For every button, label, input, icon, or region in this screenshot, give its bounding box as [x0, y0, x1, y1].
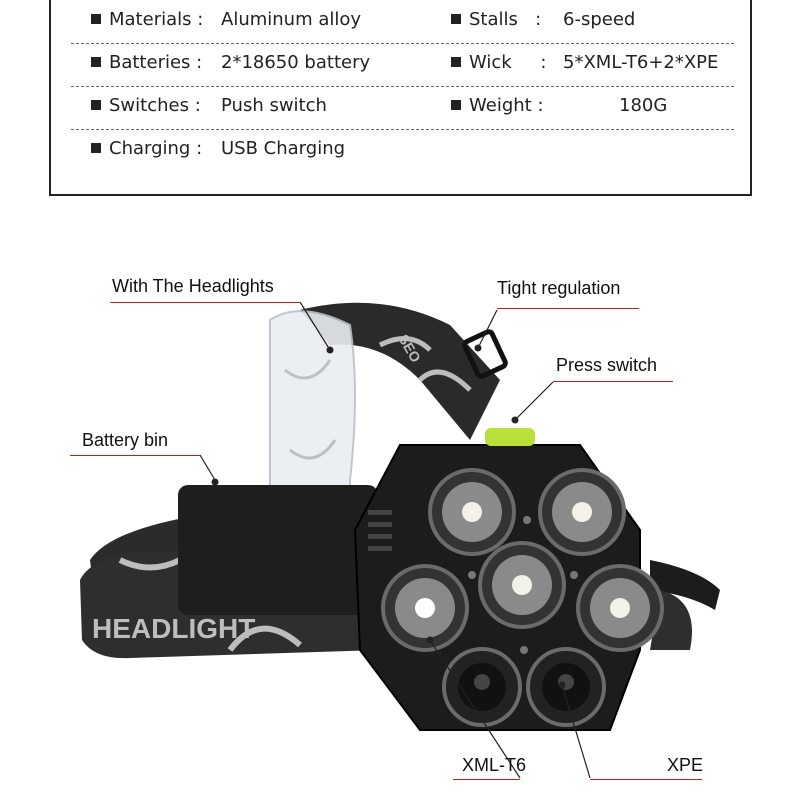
- led-xpe: [526, 647, 606, 727]
- callout-press-switch: Press switch: [556, 355, 658, 375]
- spec-label: Wick :: [469, 52, 547, 73]
- bullet-icon: [91, 57, 101, 67]
- strap-top-pattern: [378, 336, 472, 392]
- callout-underline: [553, 381, 673, 382]
- callout-headlights: With The Headlights: [112, 276, 274, 296]
- led-xpe: [442, 647, 522, 727]
- spec-row: Switches : Push switch Weight : 180G: [71, 86, 734, 130]
- spec-value: USB Charging: [221, 138, 346, 159]
- led-array: [381, 468, 664, 727]
- led-xml-t6: [538, 468, 626, 556]
- spec-label: Weight :: [469, 95, 544, 116]
- battery-bin: [178, 485, 378, 615]
- spec-value: 6-speed: [563, 9, 636, 30]
- bullet-icon: [91, 14, 101, 24]
- strap-text: HEADLIGHT: [92, 613, 255, 644]
- bullet-icon: [91, 100, 101, 110]
- callout-underline: [497, 308, 639, 309]
- bullet-icon: [451, 100, 461, 110]
- led-xml-t6: [478, 541, 566, 629]
- spec-row: Batteries : 2*18650 battery Wick : 5*XML…: [71, 43, 734, 87]
- bullet-icon: [451, 14, 461, 24]
- spec-label: Stalls :: [469, 9, 542, 30]
- callout-battery-bin: Battery bin: [82, 430, 169, 450]
- press-switch: [485, 428, 535, 446]
- spec-row: Charging : USB Charging: [71, 129, 734, 172]
- headlamp-image: HEADLIGHT SEO: [80, 301, 720, 779]
- spec-value: 180G: [619, 95, 668, 116]
- callout-regulation: Tight regulation: [497, 278, 621, 298]
- callout-underline: [590, 779, 702, 780]
- spec-table: Materials : Aluminum alloy Stalls : 6-sp…: [49, 0, 752, 196]
- spec-label: Batteries :: [109, 52, 203, 73]
- spec-label: Materials :: [109, 9, 204, 30]
- strap-buckle: [462, 329, 508, 379]
- led-xml-t6: [381, 564, 469, 652]
- callout-underline: [453, 779, 520, 780]
- led-xml-t6: [576, 564, 664, 652]
- callout-xpe: XPE: [667, 755, 704, 775]
- spec-label: Charging :: [109, 138, 203, 159]
- spec-value: Push switch: [221, 95, 327, 116]
- spec-value: 5*XML-T6+2*XPE: [563, 52, 719, 73]
- bullet-icon: [451, 57, 461, 67]
- spec-label: Switches :: [109, 95, 201, 116]
- bullet-icon: [91, 143, 101, 153]
- callout-xml-t6: XML-T6: [462, 755, 527, 775]
- spec-row: Materials : Aluminum alloy Stalls : 6-sp…: [71, 0, 734, 44]
- spec-value: 2*18650 battery: [221, 52, 371, 73]
- callout-underline: [70, 455, 200, 456]
- product-illustration: HEADLIGHT SEO: [0, 230, 800, 800]
- spec-value: Aluminum alloy: [221, 9, 362, 30]
- callout-underline: [110, 302, 300, 303]
- led-xml-t6: [428, 468, 516, 556]
